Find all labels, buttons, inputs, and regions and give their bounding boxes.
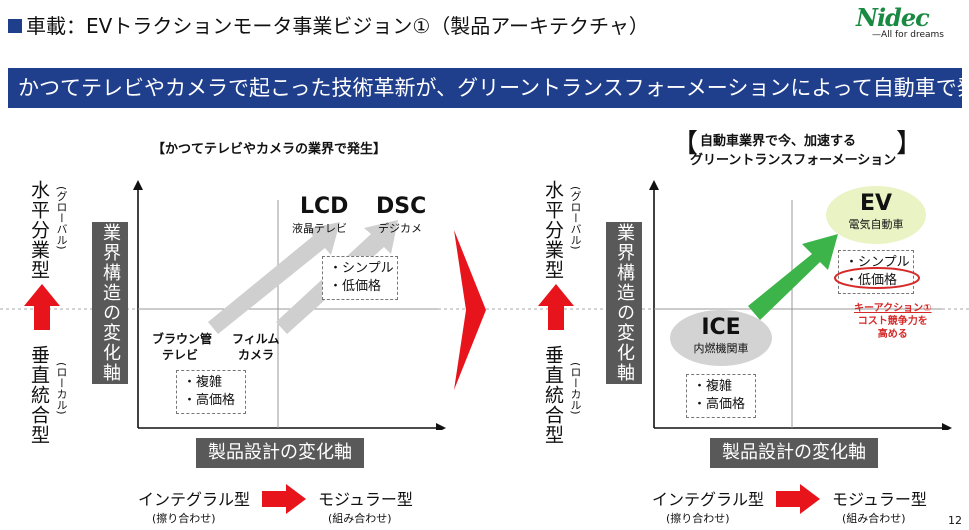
page-title-text: 車載：EVトラクションモータ事業ビジョン①（製品アーキテクチャ） bbox=[26, 14, 649, 38]
lcd-label: LCD bbox=[300, 194, 349, 219]
nidec-logo: Nidec —All for dreams bbox=[856, 6, 966, 46]
transition-arrow bbox=[454, 230, 486, 390]
title-bullet-square bbox=[8, 19, 22, 33]
left-simple-text: ・シンプル bbox=[329, 261, 394, 276]
left-y-top-label: 水平分業型 bbox=[28, 180, 50, 280]
right-x-axis-label: 製品設計の変化軸 bbox=[710, 438, 878, 468]
left-highprice-text: ・高価格 bbox=[183, 393, 236, 408]
right-complex-box: ・複雑 ・高価格 bbox=[686, 374, 756, 418]
right-y-bottom-sub: (ローカル) bbox=[569, 362, 582, 415]
ice-ellipse: ICE 内燃機関車 bbox=[670, 310, 772, 366]
key-action-line-2: コスト競争力を bbox=[857, 316, 928, 327]
film-camera-label-1: フィルム bbox=[232, 332, 280, 346]
right-heading-bracket-open: 【 bbox=[672, 129, 699, 159]
right-y-bottom-label: 垂直統合型 bbox=[542, 345, 564, 445]
dsc-sub-label: デジカメ bbox=[378, 222, 422, 235]
left-modular-label: モジュラー型 bbox=[318, 490, 413, 509]
right-y-top-sub: (グローバル) bbox=[569, 186, 582, 250]
left-integral-label: インテグラル型 bbox=[138, 490, 251, 509]
left-y-bottom-sub: (ローカル) bbox=[55, 362, 68, 415]
right-highprice-text: ・高価格 bbox=[693, 397, 746, 412]
right-simple-text: ・シンプル bbox=[845, 255, 910, 270]
right-heading-line-1: 自動車業界で今、加速する bbox=[700, 134, 857, 149]
logo-tagline: —All for dreams bbox=[872, 30, 944, 40]
right-axes bbox=[649, 180, 952, 430]
right-heading-line-2: グリーントランスフォーメーション bbox=[690, 153, 897, 168]
logo-tagline-text: All for dreams bbox=[881, 30, 944, 40]
left-x-axis-label: 製品設計の変化軸 bbox=[196, 438, 364, 468]
right-integral-sub: (擦り合わせ) bbox=[666, 512, 730, 525]
left-integral-sub: (擦り合わせ) bbox=[152, 512, 216, 525]
page-title: 車載：EVトラクションモータ事業ビジョン①（製品アーキテクチャ） bbox=[8, 10, 649, 39]
right-integral-label: インテグラル型 bbox=[652, 490, 765, 509]
left-y-top-sub: (グローバル) bbox=[55, 186, 68, 250]
left-complex-text: ・複雑 bbox=[183, 375, 223, 390]
low-price-highlight-ellipse bbox=[834, 267, 920, 289]
key-action-note: キーアクション① コスト競争力を 高める bbox=[854, 302, 932, 341]
key-action-line-3: 高める bbox=[877, 329, 908, 340]
right-complex-text: ・複雑 bbox=[693, 379, 733, 394]
left-modular-sub: (組み合わせ) bbox=[328, 512, 392, 525]
ev-ellipse: EV 電気自動車 bbox=[826, 186, 926, 244]
left-y-axis-label: 業界構造の変化軸 bbox=[92, 222, 128, 384]
right-right-arrow bbox=[776, 484, 820, 514]
ice-label: ICE bbox=[701, 315, 741, 340]
ev-label: EV bbox=[859, 191, 893, 216]
key-action-title: キーアクション① bbox=[854, 303, 932, 314]
left-up-arrow bbox=[24, 284, 60, 330]
braun-tube-label-1: ブラウン管 bbox=[152, 332, 213, 346]
right-up-arrow bbox=[538, 284, 574, 330]
left-simple-box: ・シンプル ・低価格 bbox=[322, 256, 398, 300]
film-camera-label-2: カメラ bbox=[238, 348, 275, 362]
right-modular-sub: (組み合わせ) bbox=[842, 512, 906, 525]
headline-banner: かつてテレビやカメラで起こった技術革新が、グリーントランスフォーメーションによっ… bbox=[8, 68, 969, 108]
page-number: 12 bbox=[948, 514, 962, 527]
right-y-axis-label: 業界構造の変化軸 bbox=[606, 222, 642, 384]
logo-wordmark: Nidec bbox=[856, 3, 930, 32]
left-right-arrow bbox=[262, 484, 306, 514]
right-y-top-label: 水平分業型 bbox=[542, 180, 564, 280]
lcd-sub-label: 液晶テレビ bbox=[292, 222, 347, 235]
right-modular-label: モジュラー型 bbox=[832, 490, 927, 509]
ice-sub-label: 内燃機関車 bbox=[693, 342, 749, 355]
left-complex-box: ・複雑 ・高価格 bbox=[176, 370, 246, 414]
left-lowprice-text: ・低価格 bbox=[329, 279, 382, 294]
dsc-label: DSC bbox=[376, 194, 427, 219]
right-lowprice-text: ・低価格 bbox=[845, 273, 898, 288]
ev-sub-label: 電気自動車 bbox=[848, 218, 904, 231]
braun-tube-label-2: テレビ bbox=[162, 348, 199, 362]
left-heading: 【かつてテレビやカメラの業界で発生】 bbox=[152, 142, 387, 157]
right-heading-bracket-close: 】 bbox=[896, 129, 923, 159]
left-y-bottom-label: 垂直統合型 bbox=[28, 345, 50, 445]
